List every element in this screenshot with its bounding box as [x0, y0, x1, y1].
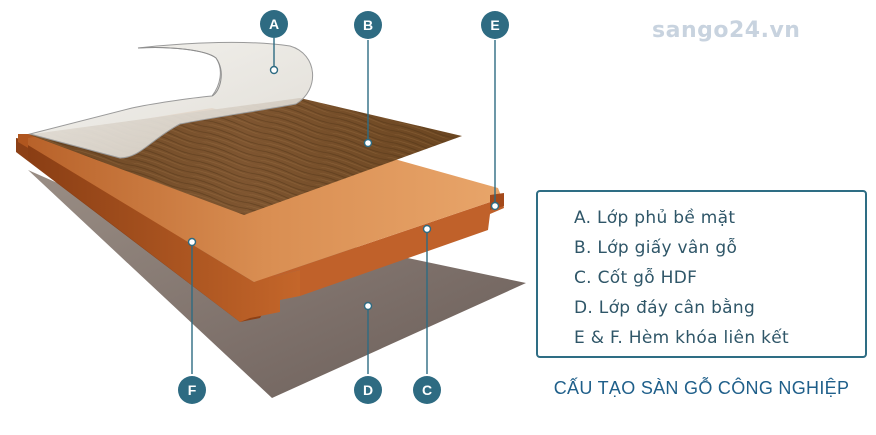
legend-box: A. Lớp phủ bề mặt B. Lớp giấy vân gỗ C. …	[536, 190, 867, 358]
hdf-core-side	[28, 145, 300, 322]
callout-e: E	[481, 11, 509, 39]
anchor-dot-a	[269, 65, 279, 75]
diagram-caption: CẤU TẠO SÀN GỖ CÔNG NGHIỆP	[553, 378, 850, 398]
callout-c-label: C	[422, 382, 432, 398]
callout-c: C	[413, 376, 441, 404]
callout-a-label: A	[269, 16, 279, 32]
anchor-dot-f	[187, 237, 197, 247]
legend-item-c: C. Cốt gỗ HDF	[574, 268, 698, 288]
legend-item-ef: E & F. Hèm khóa liên kết	[574, 328, 789, 348]
callout-d-label: D	[363, 382, 373, 398]
watermark: sango24.vn	[652, 18, 801, 43]
hdf-core-front	[254, 198, 504, 296]
legend-item-a: A. Lớp phủ bề mặt	[574, 208, 736, 228]
callout-b: B	[354, 11, 382, 39]
legend-item-d: D. Lớp đáy cân bằng	[574, 298, 756, 318]
callout-d: D	[354, 376, 382, 404]
anchor-dot-d	[363, 301, 373, 311]
legend-item-b: B. Lớp giấy vân gỗ	[574, 238, 738, 258]
callout-e-label: E	[490, 17, 499, 33]
legend-list: A. Lớp phủ bề mặt B. Lớp giấy vân gỗ C. …	[538, 192, 865, 353]
overlay-film-curl	[137, 47, 222, 97]
anchor-dot-c	[422, 224, 432, 234]
callout-a: A	[260, 10, 288, 38]
callout-f-label: F	[188, 382, 197, 398]
anchor-dot-e	[490, 201, 500, 211]
callout-f: F	[178, 376, 206, 404]
overlay-film	[28, 41, 313, 159]
callout-b-label: B	[363, 17, 373, 33]
anchor-dot-b	[363, 138, 373, 148]
